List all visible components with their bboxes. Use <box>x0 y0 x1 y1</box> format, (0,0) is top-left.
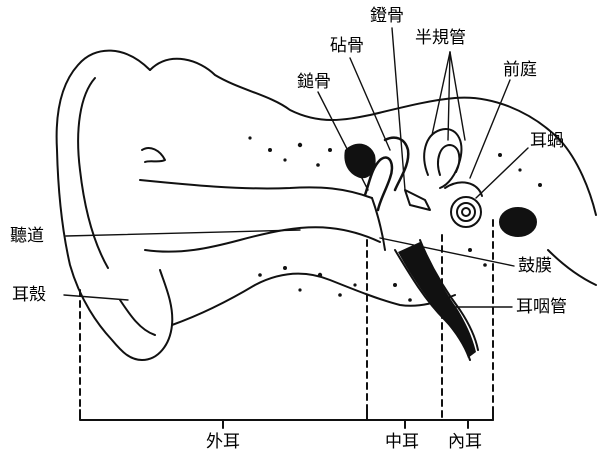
label-outer-ear: 外耳 <box>206 434 240 451</box>
label-stapes: 鐙骨 <box>370 8 404 25</box>
auricle-outline <box>57 51 173 360</box>
cochlea-outer <box>451 197 481 227</box>
label-ear-canal: 聽道 <box>10 228 44 245</box>
auricle-lobe <box>120 300 155 335</box>
skull-contour-lower <box>548 250 596 285</box>
label-malleus: 鎚骨 <box>297 74 331 91</box>
leader-vestibule <box>470 80 510 178</box>
label-eardrum: 鼓膜 <box>518 258 552 275</box>
canal-upper <box>140 180 372 198</box>
label-auricle: 耳殼 <box>12 287 46 304</box>
cochlea-inner <box>462 208 470 216</box>
temporal-lower <box>172 274 455 325</box>
bracket-outer <box>80 410 367 420</box>
stapes-shape <box>405 190 430 210</box>
label-incus: 砧骨 <box>330 38 364 55</box>
canal-loop-2 <box>438 145 459 175</box>
nerve-dark <box>500 208 536 236</box>
label-cochlea: 耳蝸 <box>530 133 564 150</box>
leader-cochlea <box>476 148 528 198</box>
canal-loop-3 <box>445 182 482 196</box>
leader-incus <box>350 58 390 150</box>
label-eustachian-tube: 耳咽管 <box>516 299 567 316</box>
ossicle-dark-mass <box>344 144 375 179</box>
auricle-inner-fold <box>78 78 108 268</box>
canal-loop-1 <box>424 129 461 188</box>
label-semicircular-canals: 半規管 <box>415 30 466 47</box>
label-middle-ear: 中耳 <box>385 434 419 451</box>
leader-semicircular-2 <box>448 52 450 140</box>
leader-semicircular-1 <box>432 52 450 135</box>
bracket-inner <box>442 410 493 420</box>
label-vestibule: 前庭 <box>503 62 537 79</box>
tragus <box>142 148 165 162</box>
label-inner-ear: 內耳 <box>448 434 482 451</box>
leader-auricle <box>64 295 128 300</box>
leader-semicircular-3 <box>450 52 465 140</box>
cochlea-mid <box>457 203 475 221</box>
